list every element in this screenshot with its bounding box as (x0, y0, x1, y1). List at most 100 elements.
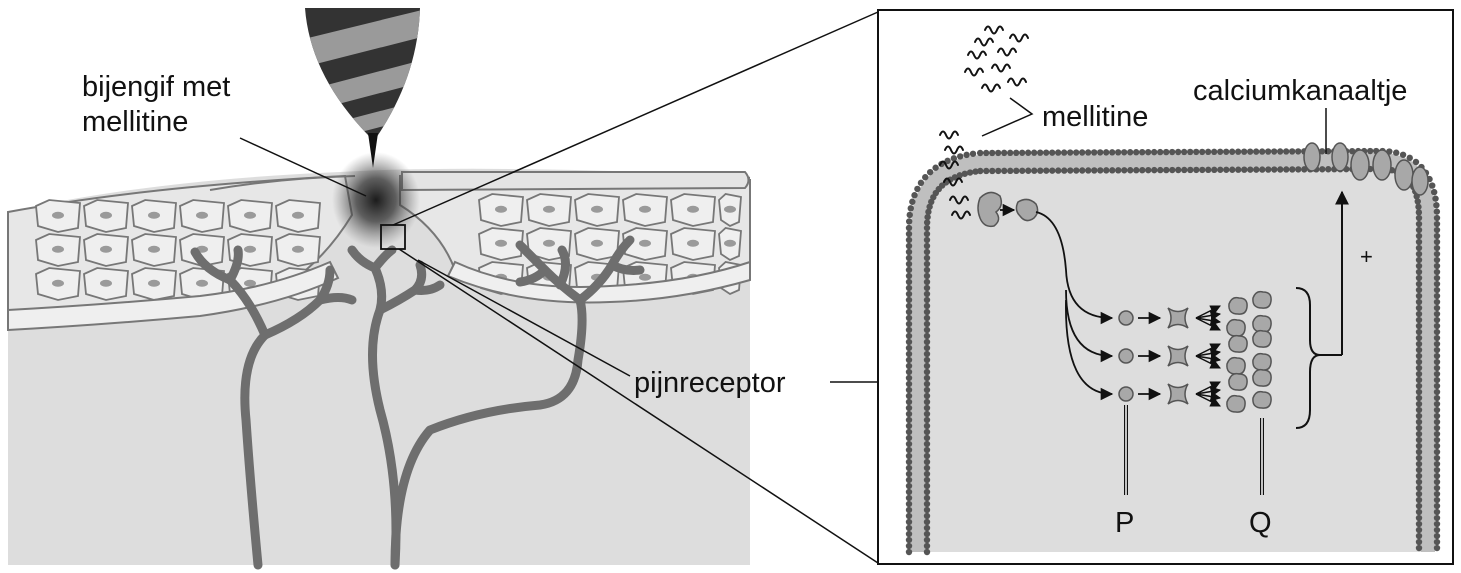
phospholipid-head (1199, 166, 1206, 174)
phospholipid-head (1223, 166, 1230, 173)
phospholipid-head (1415, 256, 1423, 264)
phospholipid-head (1325, 166, 1332, 173)
phospholipid-head (905, 548, 913, 556)
molecule-q (1252, 368, 1272, 387)
phospholipid-head (1415, 304, 1423, 312)
phospholipid-head (950, 155, 958, 162)
amplification-arrow (1195, 393, 1221, 407)
phospholipid-head (1415, 310, 1423, 318)
phospholipid-head (905, 230, 913, 238)
phospholipid-head (923, 488, 931, 496)
phospholipid-head (1415, 454, 1423, 462)
phospholipid-head (905, 272, 913, 280)
phospholipid-head (905, 536, 913, 544)
phospholipid-head (905, 248, 913, 256)
cell-nucleus (196, 279, 208, 287)
phospholipid-head (923, 524, 931, 532)
phospholipid-head (1240, 148, 1248, 155)
phospholipid-head (1000, 149, 1008, 157)
phospholipid-head (1433, 208, 1441, 215)
phospholipid-head (905, 542, 913, 550)
plus-label: + (1360, 244, 1373, 269)
phospholipid-head (923, 518, 931, 526)
phospholipid-head (1030, 149, 1038, 156)
phospholipid-head (1241, 166, 1248, 173)
phospholipid-head (917, 179, 925, 187)
phospholipid-head (1415, 274, 1423, 282)
phospholipid-head (1216, 148, 1224, 155)
phospholipid-head (1433, 526, 1441, 534)
phospholipid-head (1415, 514, 1423, 522)
phospholipid-head (1432, 195, 1439, 202)
phospholipid-head (905, 236, 913, 244)
phospholipid-head (1079, 167, 1086, 174)
phospholipid-head (1187, 166, 1194, 174)
phospholipid-head (923, 374, 931, 382)
phospholipid-head (1217, 166, 1224, 173)
phospholipid-head (905, 218, 913, 225)
stinger (368, 133, 378, 168)
phospholipid-head (957, 153, 964, 160)
phospholipid-head (1415, 478, 1423, 486)
cell-nucleus (196, 211, 208, 219)
phospholipid-head (1433, 310, 1441, 318)
phospholipid-head (1415, 364, 1423, 372)
phospholipid-head (1114, 149, 1122, 156)
phospholipid-head (905, 338, 913, 346)
bee-abdomen-icon (305, 8, 420, 168)
phospholipid-head (1399, 151, 1407, 158)
phospholipid-head (1031, 167, 1038, 174)
phospholipid-head (1024, 149, 1032, 156)
cell-nucleus (52, 211, 64, 219)
phospholipid-head (1186, 148, 1194, 156)
phospholipid-head (1433, 430, 1441, 438)
phospholipid-head (1433, 370, 1441, 378)
phospholipid-head (1193, 166, 1200, 174)
phospholipid-head (905, 500, 913, 508)
phospholipid-head (1415, 442, 1423, 450)
phospholipid-head (1211, 166, 1218, 174)
phospholipid-head (923, 506, 931, 514)
phospholipid-head (923, 362, 931, 370)
enzyme-icon (1167, 307, 1189, 329)
cell-nucleus (292, 245, 304, 253)
phospholipid-head (923, 422, 931, 430)
mellitine-label: mellitine (1042, 101, 1148, 133)
phospholipid-head (1415, 340, 1423, 348)
phospholipid-head (1433, 532, 1441, 540)
phospholipid-head (1061, 167, 1068, 174)
phospholipid-head (923, 464, 931, 472)
phospholipid-head (1102, 149, 1110, 156)
phospholipid-head (1036, 149, 1044, 156)
phospholipid-head (1132, 149, 1140, 156)
phospholipid-head (961, 170, 969, 177)
phospholipid-head (1412, 158, 1420, 166)
phospholipid-head (914, 185, 921, 193)
phospholipid-head (1415, 520, 1423, 528)
phospholipid-head (1433, 424, 1441, 432)
phospholipid-head (1006, 149, 1014, 157)
phospholipid-head (994, 149, 1002, 157)
phospholipid-head (905, 332, 913, 340)
phospholipid-head (1433, 352, 1441, 360)
phospholipid-head (956, 172, 963, 179)
phospholipid-head (1415, 203, 1422, 211)
pain-receptor-label: pijnreceptor (634, 367, 786, 399)
phospholipid-head (1415, 394, 1423, 402)
phospholipid-head (923, 308, 931, 316)
phospholipid-head (1415, 472, 1423, 480)
phospholipid-head (1433, 322, 1441, 330)
phospholipid-head (1295, 166, 1302, 173)
phospholipid-head (1433, 496, 1441, 504)
phospholipid-head (1103, 167, 1110, 174)
cell-nucleus (100, 211, 112, 219)
cell-nucleus (52, 279, 64, 287)
phospholipid-head (923, 410, 931, 418)
phospholipid-head (1433, 544, 1441, 552)
phospholipid-head (1433, 226, 1441, 234)
amplification-arrow (1195, 343, 1221, 357)
phospholipid-head (1433, 442, 1441, 450)
cell-nucleus (148, 245, 160, 253)
phospholipid-head (923, 452, 931, 460)
phospholipid-head (1415, 292, 1423, 300)
